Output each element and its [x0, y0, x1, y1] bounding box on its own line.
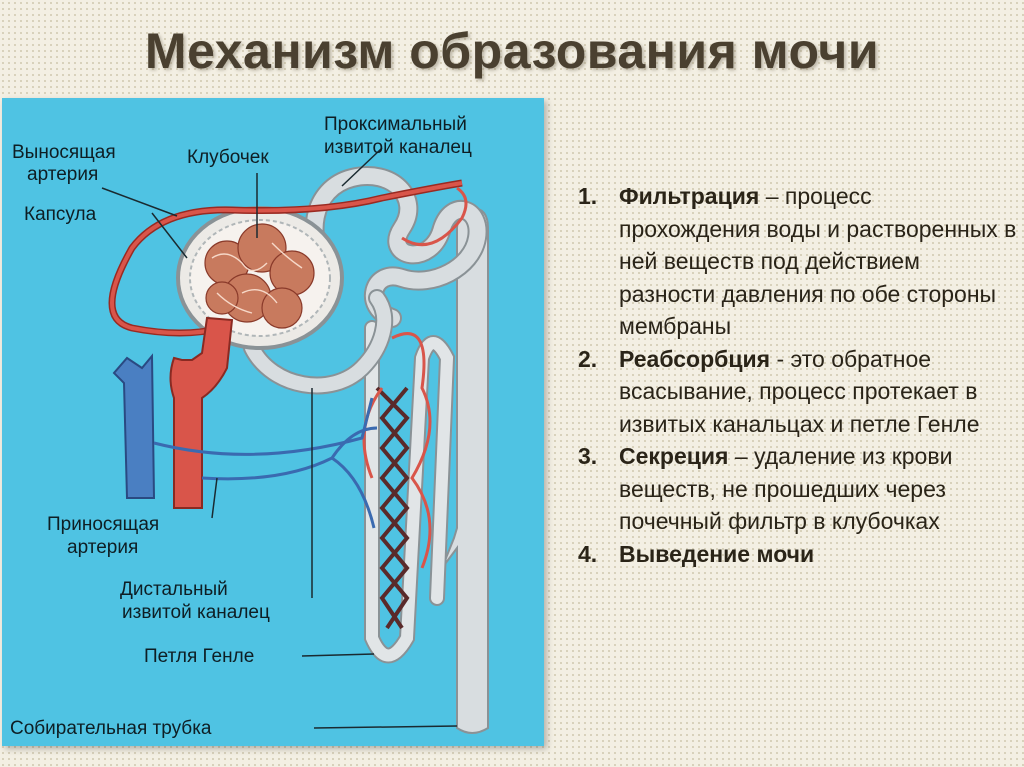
process-term: Фильтрация: [619, 183, 759, 209]
label-efferent-artery-1: Выносящая: [12, 142, 116, 163]
nephron-diagram: Выносящая артерия Клубочек Капсула Прокс…: [2, 98, 544, 746]
label-proximal-1: Проксимальный: [324, 114, 467, 135]
renal-vein: [114, 356, 154, 498]
slide-title: Механизм образования мочи: [0, 22, 1024, 80]
label-capsule: Капсула: [24, 204, 97, 225]
label-distal-2: извитой каналец: [122, 602, 270, 623]
label-efferent-artery-2: артерия: [27, 164, 98, 185]
process-term: Реабсорбция: [619, 346, 770, 372]
peritubular-capillaries: [377, 388, 407, 628]
label-proximal-2: извитой каналец: [324, 137, 472, 158]
process-number: 1.: [578, 180, 597, 213]
label-glomerulus: Клубочек: [187, 147, 269, 168]
process-term: Выведение мочи: [619, 541, 814, 567]
process-item: 2.Реабсорбция - это обратное всасывание,…: [578, 343, 1018, 441]
nephron-illustration: Выносящая артерия Клубочек Капсула Прокс…: [2, 98, 544, 746]
process-number: 3.: [578, 440, 597, 473]
label-distal-1: Дистальный: [120, 579, 228, 600]
process-term: Секреция: [619, 443, 728, 469]
process-item: 1.Фильтрация – процесс прохождения воды …: [578, 180, 1018, 343]
process-item: 4. Выведение мочи: [578, 538, 1018, 571]
label-afferent-1: Приносящая: [47, 514, 159, 535]
process-number: 2.: [578, 343, 597, 376]
process-list: 1.Фильтрация – процесс прохождения воды …: [578, 180, 1018, 570]
label-collecting: Собирательная трубка: [10, 718, 212, 739]
label-henle: Петля Генле: [144, 646, 254, 667]
process-item: 3.Секреция – удаление из крови веществ, …: [578, 440, 1018, 538]
process-number: 4.: [578, 538, 597, 571]
label-afferent-2: артерия: [67, 537, 138, 558]
